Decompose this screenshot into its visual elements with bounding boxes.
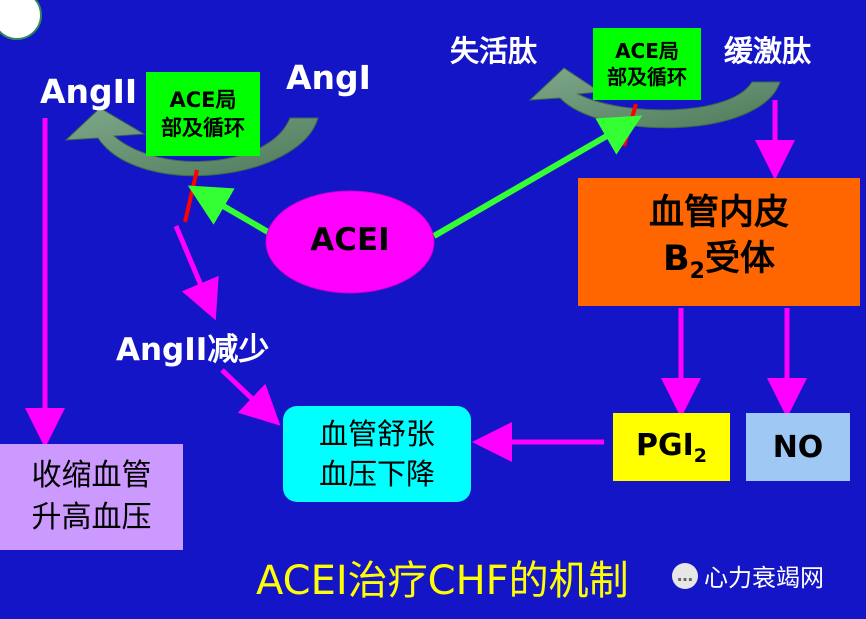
pgi2-prefix: PGI — [635, 427, 694, 463]
pgi2-box: PGI2 — [613, 413, 730, 481]
left-ace-line1: ACE局 — [169, 88, 237, 112]
angI-label: AngI — [286, 58, 371, 97]
block-to-angII-decrease-arrow — [173, 225, 219, 321]
chat-icon: … — [672, 562, 698, 589]
angII-label: AngII — [40, 72, 138, 111]
left-ace-line2: 部及循环 — [161, 116, 245, 140]
angII-decrease-to-vasodilation-arrow — [220, 368, 281, 426]
right-conversion-arc — [528, 67, 781, 129]
pgi2-sub: 2 — [693, 444, 707, 467]
right-ace-line1: ACE局 — [615, 39, 679, 63]
vasoconstriction-line1: 收缩血管 — [31, 458, 152, 493]
vasoconstriction-line2: 升高血压 — [31, 500, 152, 535]
watermark-text: 心力衰竭网 — [704, 564, 824, 592]
angII-decrease-label: AngII减少 — [116, 332, 270, 368]
b2-line2-prefix: B — [662, 238, 690, 279]
vasodilation-line1: 血管舒张 — [318, 417, 435, 451]
right-ace-line2: 部及循环 — [607, 65, 687, 89]
left-ace-box: ACE局 部及循环 — [146, 72, 260, 156]
no-box: NO — [746, 413, 850, 481]
right-ace-box: ACE局 部及循环 — [593, 28, 701, 100]
vasodilation-line2: 血压下降 — [318, 457, 435, 491]
b2-line2-suffix: 受体 — [704, 238, 775, 279]
left-block-marker — [183, 169, 199, 223]
b2-line2-sub: 2 — [689, 258, 705, 284]
acei-to-left-ace-arrow — [187, 185, 270, 235]
b2-line1: 血管内皮 — [648, 192, 789, 233]
vasoconstriction-box: 收缩血管 升高血压 — [0, 444, 183, 550]
acei-to-right-ace-arrow — [432, 115, 643, 239]
vasodilation-box: 血管舒张 血压下降 — [283, 406, 471, 502]
b2-line2: B2受体 — [663, 236, 775, 295]
no-label: NO — [772, 429, 824, 465]
pgi2-label: PGI2 — [636, 428, 707, 467]
slide-title: ACEI治疗CHF的机制 — [256, 558, 629, 604]
b2-receptor-box: 血管内皮 B2受体 — [578, 178, 860, 306]
acei-ellipse — [265, 190, 435, 294]
acei-label: ACEI — [310, 222, 390, 258]
inactive-peptide-label: 失活肽 — [450, 34, 538, 68]
bradykinin-label: 缓激肽 — [724, 34, 812, 68]
watermark: … 心力衰竭网 — [672, 558, 824, 593]
